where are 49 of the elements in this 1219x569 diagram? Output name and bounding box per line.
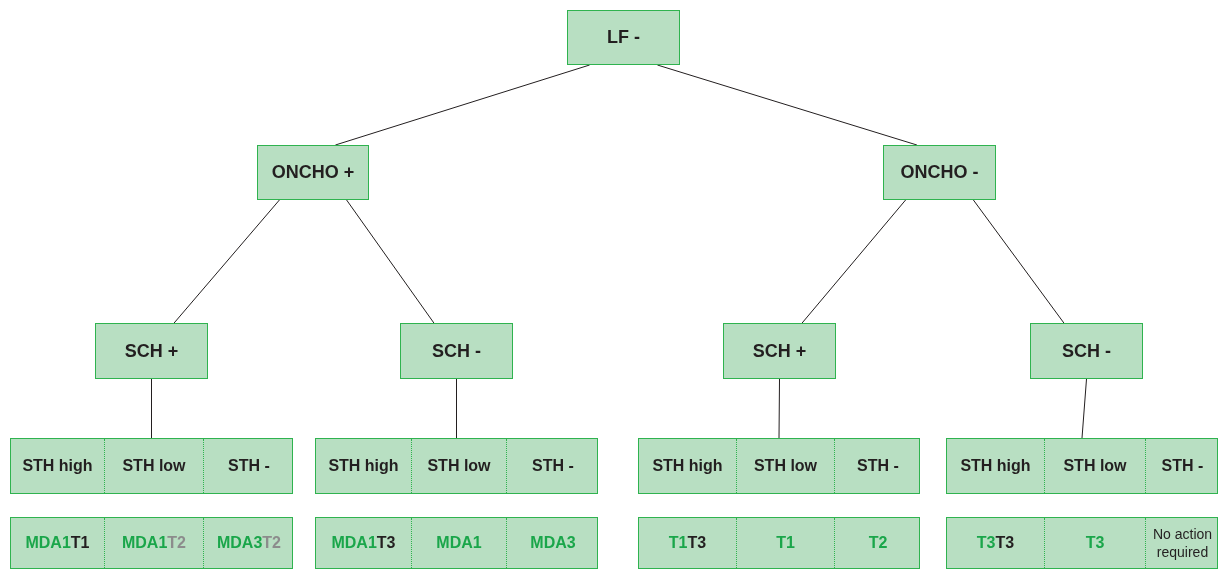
connector-line [801,199,907,324]
cell-row-box [10,517,293,569]
table-cell: STH - [834,439,921,493]
category-box: ONCHO - [883,145,996,200]
table-cell: STH low [736,439,834,493]
category-box: ONCHO + [257,145,369,200]
table-cell: MDA1 [411,518,506,568]
connector-line [656,64,918,146]
table-cell: MDA1T3 [316,518,411,568]
connector-line [1081,378,1087,439]
table-cell: MDA1T2 [104,518,203,568]
table-cell: STH - [1145,439,1219,493]
table-cell: No action required [1145,518,1219,568]
table-cell: MDA3 [506,518,599,568]
table-cell: T3 [1044,518,1145,568]
connector-line [334,64,591,146]
category-box: SCH + [723,323,836,379]
table-cell: STH high [316,439,411,493]
cell-row-box [315,438,598,494]
table-cell: T2 [834,518,921,568]
table-cell: STH low [104,439,203,493]
table-cell: STH low [1044,439,1145,493]
table-cell: STH high [639,439,736,493]
table-cell: MDA1T1 [11,518,104,568]
category-box: SCH + [95,323,208,379]
cell-row-box [10,438,293,494]
connector-line [972,199,1065,324]
category-box: SCH - [400,323,513,379]
table-cell: T1T3 [639,518,736,568]
cell-row-box [638,517,920,569]
table-cell: STH high [947,439,1044,493]
cell-row-box [315,517,598,569]
category-box: SCH - [1030,323,1143,379]
table-cell: T1 [736,518,834,568]
connector-line [346,199,435,324]
table-cell: STH low [411,439,506,493]
connector-line [456,378,457,439]
category-box: LF - [567,10,680,65]
cell-row-box [638,438,920,494]
cell-row-box [946,438,1218,494]
table-cell: STH - [506,439,599,493]
table-cell: MDA3T2 [203,518,294,568]
connector-line [151,378,152,439]
table-cell: T3T3 [947,518,1044,568]
table-cell: STH high [11,439,104,493]
cell-row-box [946,517,1218,569]
connector-line [173,199,280,324]
table-cell: STH - [203,439,294,493]
connector-line [778,378,780,439]
